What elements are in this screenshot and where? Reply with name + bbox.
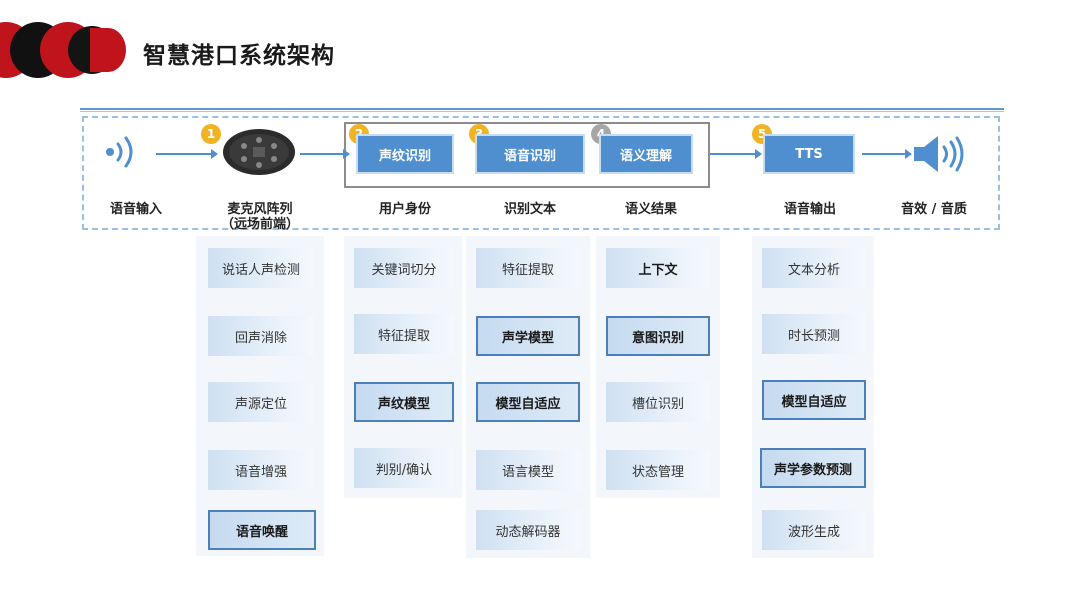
list-item-highlighted: 模型自适应 <box>476 382 580 422</box>
top-divider-line <box>80 108 1004 110</box>
list-item: 判别/确认 <box>354 448 454 488</box>
list-item-highlighted: 声学参数预测 <box>760 448 866 488</box>
list-item: 语言模型 <box>476 450 580 490</box>
list-item: 回声消除 <box>208 316 314 356</box>
list-item: 语音增强 <box>208 450 314 490</box>
column-recognized-text: 特征提取 声学模型 模型自适应 语言模型 动态解码器 <box>466 236 590 558</box>
stage-label-voice-output: 语音输出 <box>783 202 836 217</box>
list-item: 动态解码器 <box>476 510 580 550</box>
module-semantic-understanding: 语义理解 <box>599 134 693 174</box>
flow-arrow-1 <box>156 149 218 159</box>
column-user-identity: 关键词切分 特征提取 声纹模型 判别/确认 <box>344 236 462 498</box>
speaker-icon <box>912 134 966 174</box>
list-item-highlighted: 模型自适应 <box>762 380 866 420</box>
list-item: 文本分析 <box>762 248 866 288</box>
stage-label-user-identity: 用户身份 <box>378 202 431 217</box>
flow-arrow-3 <box>710 149 762 159</box>
module-speech-recognition: 语音识别 <box>475 134 585 174</box>
page-title: 智慧港口系统架构 <box>143 43 335 69</box>
flow-arrow-2 <box>300 149 350 159</box>
top-divider-line-thin <box>80 111 1004 112</box>
list-item: 关键词切分 <box>354 248 454 288</box>
header-circle-red-3 <box>90 28 126 72</box>
module-tts: TTS <box>763 134 855 174</box>
list-item-highlighted: 语音唤醒 <box>208 510 316 550</box>
step-badge-1: 1 <box>201 124 221 144</box>
list-item-highlighted: 声纹模型 <box>354 382 454 422</box>
column-voice-output: 文本分析 时长预测 模型自适应 声学参数预测 波形生成 <box>752 236 874 558</box>
list-item: 波形生成 <box>762 510 866 550</box>
stage-label-semantic-result: 语义结果 <box>624 202 677 217</box>
list-item: 上下文 <box>606 248 710 288</box>
list-item: 状态管理 <box>606 450 710 490</box>
list-item-highlighted: 声学模型 <box>476 316 580 356</box>
list-item: 声源定位 <box>208 382 314 422</box>
list-item: 时长预测 <box>762 314 866 354</box>
list-item: 特征提取 <box>354 314 454 354</box>
pipeline-dashed-frame <box>82 116 1000 230</box>
list-item: 特征提取 <box>476 248 580 288</box>
column-semantic-result: 上下文 意图识别 槽位识别 状态管理 <box>596 236 720 498</box>
flow-arrow-4 <box>862 149 912 159</box>
stage-label-sound-quality: 音效 / 音质 <box>901 202 967 217</box>
sound-wave-icon <box>102 132 142 172</box>
stage-label-voice-input: 语音输入 <box>109 202 162 217</box>
stage-label-mic-array: 麦克风阵列 <box>227 202 293 217</box>
stage-label-recognized-text: 识别文本 <box>503 202 556 217</box>
list-item: 槽位识别 <box>606 382 710 422</box>
list-item: 说话人声检测 <box>208 248 314 288</box>
list-item-highlighted: 意图识别 <box>606 316 710 356</box>
mic-array-board-image <box>222 128 296 176</box>
stage-sublabel-far-field: （远场前端） <box>220 217 299 232</box>
column-mic-array: 说话人声检测 回声消除 声源定位 语音增强 语音唤醒 <box>196 236 324 556</box>
module-voiceprint-recognition: 声纹识别 <box>356 134 454 174</box>
